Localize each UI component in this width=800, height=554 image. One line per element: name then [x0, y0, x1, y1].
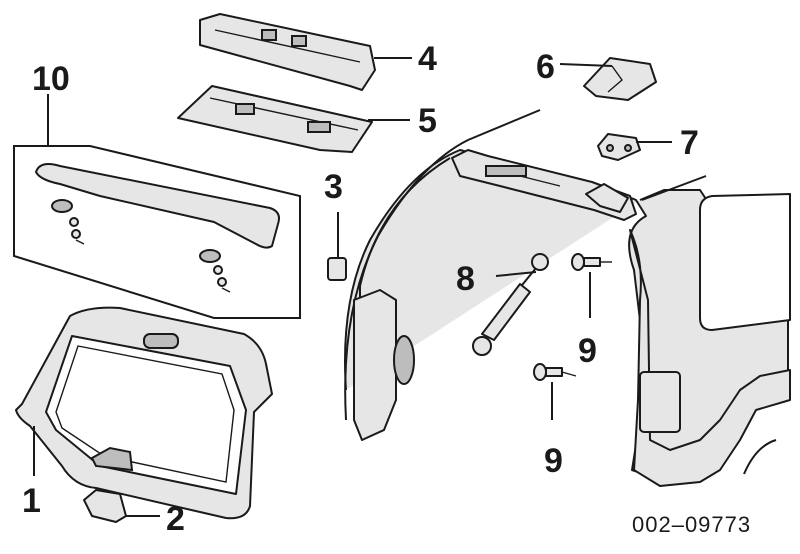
- part-10-spoiler-group: [13, 94, 301, 319]
- callout-10: 10: [32, 60, 70, 98]
- part-9-bolt-upper: [571, 253, 612, 318]
- callout-2: 2: [166, 500, 185, 538]
- vehicle-body-opening: [344, 109, 791, 487]
- part-7-mounting-plate: [597, 133, 672, 161]
- callout-5: 5: [418, 102, 437, 140]
- part-6-bracket: [559, 57, 657, 101]
- callout-4: 4: [418, 40, 437, 78]
- callout-1: 1: [22, 482, 41, 520]
- callout-7: 7: [680, 124, 699, 162]
- callout-8: 8: [456, 260, 475, 298]
- callout-3: 3: [324, 168, 343, 206]
- callout-9-upper: 9: [578, 332, 597, 370]
- diagram-reference-number: 002–09773: [632, 512, 751, 537]
- part-1-liftgate: [15, 306, 273, 520]
- callout-6: 6: [536, 48, 555, 86]
- part-8-gas-strut: [472, 253, 549, 356]
- part-9-bolt-lower: [533, 363, 577, 420]
- callout-9-lower: 9: [544, 442, 563, 480]
- part-2-handle: [83, 489, 160, 523]
- part-5-header-panel: [177, 85, 410, 153]
- part-4-upper-trim-panel: [199, 13, 412, 91]
- part-3-clip: [327, 212, 347, 281]
